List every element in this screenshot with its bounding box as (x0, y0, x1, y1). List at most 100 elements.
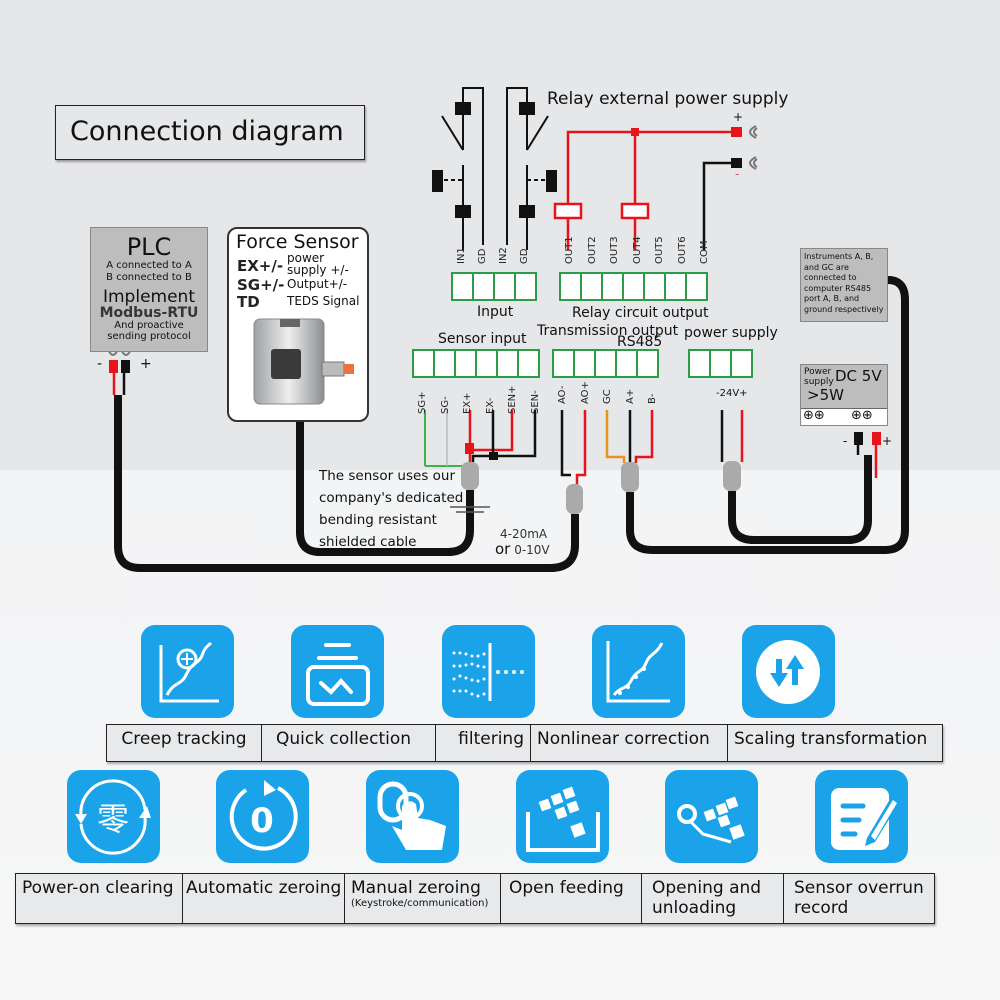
relay-power-label: Relay external power supply (547, 89, 789, 109)
analog-output-range-2: or 0-10V (495, 540, 550, 558)
ps-label-2: supply (804, 377, 834, 387)
feature-power-on-clearing: Power-on clearing (16, 874, 183, 923)
feature-sensor-overrun-record: Sensor overrun record (794, 878, 924, 918)
plc-heading: PLC (126, 233, 172, 261)
terminal-cell[interactable] (666, 274, 687, 299)
sensor-terminal-label: EX+ (462, 392, 473, 414)
relay-terminal-label: OUT1 (564, 236, 575, 264)
relay-plus-label: + (733, 110, 744, 124)
sensor-input-group-label: Sensor input (438, 331, 527, 347)
ps-voltage: DC 5V (835, 367, 882, 385)
fs-row-sg: SG+/- Output+/- (237, 276, 348, 294)
input-terminal-block (451, 272, 537, 301)
terminal-cell[interactable] (414, 351, 435, 376)
power-supply-group-label: power supply (684, 325, 778, 341)
plc-box: PLC A connected to A B connected to B Im… (90, 227, 208, 352)
transmission-rs485-terminal-block (552, 349, 659, 378)
transmission-terminal-label: AO+ (579, 381, 591, 404)
terminal-cell[interactable] (624, 274, 645, 299)
relay-terminal-label: OUT3 (609, 236, 620, 264)
feature-quick-collection: Quick collection (262, 725, 436, 761)
plc-implement: Implement (102, 287, 195, 307)
terminal-cell[interactable] (603, 274, 624, 299)
plc-plus-label: + (140, 356, 152, 372)
terminal-cell[interactable] (435, 351, 456, 376)
opening-unloading-icon (665, 770, 758, 863)
feature-creep-tracking: Creep tracking (107, 725, 262, 761)
power-on-clearing-icon: 零 (67, 770, 160, 863)
plc-line1: A connected to A (106, 260, 192, 271)
terminal-cell[interactable] (582, 274, 603, 299)
features-table-row2: Power-on clearing Automatic zeroing Manu… (15, 873, 935, 924)
ps-terminal-strip: ⊕⊕ ⊕⊕ (801, 408, 887, 425)
feature-automatic-zeroing: Automatic zeroing (183, 874, 345, 923)
relay-minus-label: - (735, 167, 740, 181)
sensor-terminal-label: SG- (439, 396, 451, 414)
terminal-cell[interactable] (495, 274, 516, 299)
wiring-layer (107, 87, 909, 572)
fork-terminal-icons (749, 125, 758, 170)
transmission-output-group-label: Transmission output (537, 323, 679, 339)
svg-text:0: 0 (250, 801, 274, 841)
terminal-cell[interactable] (516, 274, 535, 299)
sensor-terminal-label: EX- (484, 397, 496, 414)
terminal-cell[interactable] (645, 274, 666, 299)
cable-note: The sensor uses our company's dedicated … (319, 468, 464, 550)
terminal-cell[interactable] (561, 274, 582, 299)
terminal-cell[interactable] (596, 351, 617, 376)
rs485-group-label: RS485 (617, 334, 663, 350)
terminal-cell[interactable] (453, 274, 474, 299)
terminal-cell[interactable] (474, 274, 495, 299)
ps-label-1: Power (804, 367, 832, 377)
sensor-terminal-label: SEN- (529, 390, 541, 414)
feature-filtering: filtering (436, 725, 531, 761)
feature-nonlinear-correction: Nonlinear correction (531, 725, 728, 761)
input-terminal-label: GD (477, 248, 488, 264)
terminal-cell[interactable] (687, 274, 706, 299)
terminal-cell[interactable] (477, 351, 498, 376)
input-group-label: Input (477, 304, 514, 320)
terminal-cell[interactable] (638, 351, 657, 376)
feature-scaling-transformation: Scaling transformation (734, 729, 928, 749)
instrument-note: Instruments A, B, and GC are connected t… (800, 248, 888, 322)
plc-line2: B connected to B (106, 272, 192, 283)
terminal-cell[interactable] (617, 351, 638, 376)
nonlinear-correction-icon (592, 625, 685, 718)
terminal-cell[interactable] (456, 351, 477, 376)
filtering-icon (442, 625, 535, 718)
svg-text:零: 零 (97, 800, 129, 838)
terminal-cell[interactable] (711, 351, 732, 376)
terminal-cell[interactable] (690, 351, 711, 376)
terminal-cell[interactable] (732, 351, 751, 376)
feature-open-feeding: Open feeding (501, 874, 642, 923)
terminal-cell[interactable] (554, 351, 575, 376)
ps-minus-label: - (843, 434, 848, 448)
ps-plus-label: + (882, 434, 893, 448)
transmission-terminal-label: A+ (624, 388, 636, 404)
relay-terminal-label: OUT4 (631, 236, 643, 264)
fs-row-td: TD TEDS Signal (237, 293, 360, 311)
relay-terminal-label: COM (699, 240, 710, 264)
feature-manual-zeroing: Manual zeroing (Keystroke/communication) (345, 874, 501, 923)
terminal-cell[interactable] (575, 351, 596, 376)
manual-zeroing-icon (366, 770, 459, 863)
transmission-terminal-label: GC (602, 389, 613, 404)
terminal-cell[interactable] (519, 351, 538, 376)
open-feeding-icon (516, 770, 609, 863)
ps-power: >5W (807, 386, 844, 404)
relay-terminal-label: OUT2 (586, 236, 598, 264)
relay-output-terminal-block (559, 272, 708, 301)
sensor-input-terminal-block (412, 349, 540, 378)
plc-line3: And proactive (114, 320, 184, 331)
relay-output-group-label: Relay circuit output (572, 305, 709, 321)
transmission-terminal-label: B- (647, 393, 658, 404)
terminal-cell[interactable] (498, 351, 519, 376)
plc-protocol: Modbus-RTU (99, 305, 199, 321)
analog-output-range-1: 4-20mA (500, 527, 548, 541)
input-terminal-label: GD (519, 248, 530, 264)
scaling-transformation-icon (742, 625, 835, 718)
sensor-terminal-label: SG+ (417, 391, 428, 414)
relay-terminal-label: OUT6 (676, 236, 688, 264)
sensor-overrun-record-icon (815, 770, 908, 863)
power-terminal-block (688, 349, 753, 378)
